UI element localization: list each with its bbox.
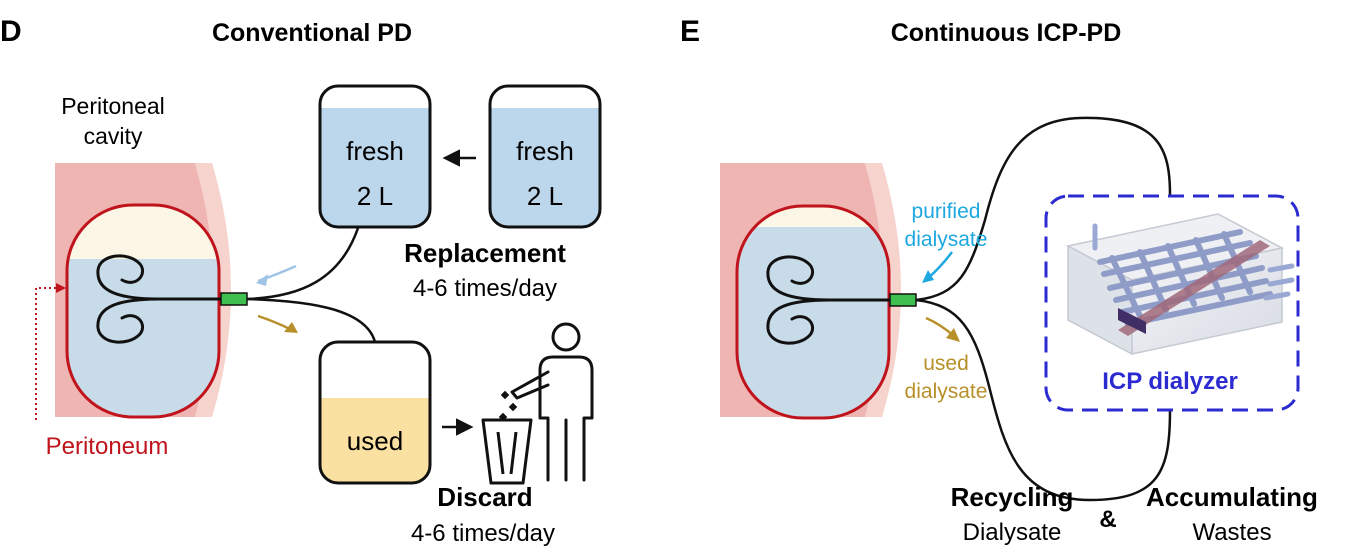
purified-flow-arrow-head xyxy=(922,270,934,283)
fresh-tube xyxy=(246,227,360,301)
ampersand: & xyxy=(1099,506,1116,533)
used-flow-arrow-head xyxy=(946,328,960,342)
replacement-frequency: 4-6 times/day xyxy=(413,275,557,302)
fresh-bag-1-volume: 2 L xyxy=(357,181,393,211)
panel-e-title: Continuous ICP-PD xyxy=(891,19,1122,47)
purified-flow-arrow xyxy=(927,251,953,279)
abdominal-wall-edge xyxy=(195,163,231,417)
cavity-label-line1: Peritoneal xyxy=(61,93,165,119)
used-label-line1: used xyxy=(923,352,969,375)
dialyzer-device-illustration xyxy=(1065,213,1295,356)
panel-d-letter: D xyxy=(0,15,22,48)
inflow-arrow-head xyxy=(256,274,268,286)
outflow-tube xyxy=(915,298,1172,502)
icp-dialyzer-label: ICP dialyzer xyxy=(1102,368,1238,395)
peritoneum-pointer xyxy=(35,287,58,420)
falling-waste-icon xyxy=(498,390,518,422)
drain-tube xyxy=(246,297,377,343)
peritoneum-label: Peritoneum xyxy=(46,433,169,460)
used-bag xyxy=(318,340,432,485)
cavity-label-line2: cavity xyxy=(84,123,143,149)
return-tube xyxy=(915,116,1172,302)
peritoneal-cavity xyxy=(65,203,221,419)
outflow-arrow xyxy=(257,314,293,332)
abdominal-wall-edge-e xyxy=(865,163,901,417)
catheter-coil-upper-e xyxy=(766,255,892,302)
panel-e-letter: E xyxy=(680,15,700,48)
catheter-coil-lower-e xyxy=(766,298,832,345)
used-bag-label: used xyxy=(347,426,403,456)
fresh-bag-2-label: fresh xyxy=(516,136,574,166)
recycling-title: Recycling xyxy=(951,482,1074,512)
outflow-arrow-head xyxy=(284,322,298,333)
purified-label-line1: purified xyxy=(912,200,981,223)
panel-d-title: Conventional PD xyxy=(212,19,412,47)
discard-frequency: 4-6 times/day xyxy=(411,520,555,547)
person-icon xyxy=(510,322,594,482)
recycling-subtitle: Dialysate xyxy=(963,519,1062,546)
used-label-line2: dialysate xyxy=(905,380,988,403)
discard-title: Discard xyxy=(437,482,532,512)
accumulating-title: Accumulating xyxy=(1146,482,1318,512)
fresh-bag-1-label: fresh xyxy=(346,136,404,166)
purified-label-line2: dialysate xyxy=(905,228,988,251)
catheter-coil-lower xyxy=(96,297,162,344)
fresh-bag-connected xyxy=(318,84,432,229)
trash-can-icon xyxy=(481,418,533,485)
fresh-bag-2-volume: 2 L xyxy=(527,181,563,211)
accumulating-subtitle: Wastes xyxy=(1192,519,1271,546)
replacement-title: Replacement xyxy=(404,238,566,268)
catheter-coil-upper xyxy=(96,254,222,301)
peritoneal-cavity-e xyxy=(735,204,891,420)
catheter-connector-e xyxy=(889,293,917,307)
fresh-bag-spare xyxy=(488,84,602,229)
catheter-connector xyxy=(220,292,248,306)
peritoneum-pointer-head xyxy=(56,283,66,293)
